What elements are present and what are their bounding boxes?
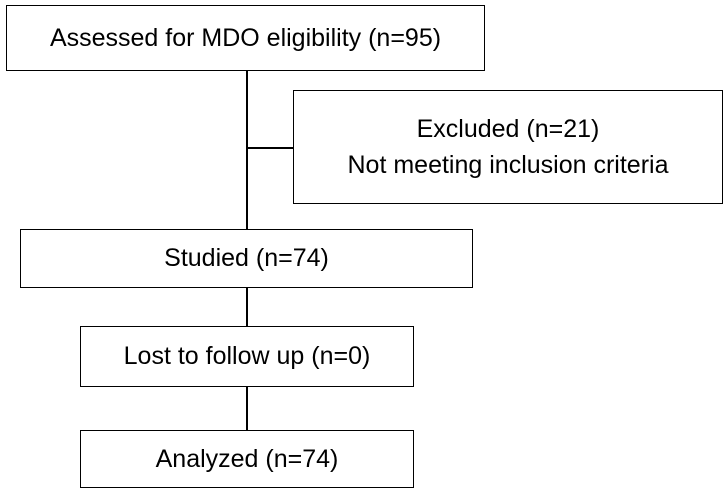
excluded-box: Excluded (n=21) Not meeting inclusion cr… (293, 90, 723, 204)
assessed-label: Assessed for MDO eligibility (n=95) (49, 23, 442, 52)
connector-lost-to-analyzed (246, 386, 248, 431)
lost-to-follow-up-box: Lost to follow up (n=0) (80, 326, 414, 387)
analyzed-label: Analyzed (n=74) (155, 444, 339, 473)
studied-label: Studied (n=74) (164, 244, 329, 273)
connector-to-excluded (246, 147, 294, 149)
studied-box: Studied (n=74) (20, 229, 473, 288)
connector-assessed-to-studied (246, 70, 248, 230)
analyzed-box: Analyzed (n=74) (80, 430, 414, 488)
excluded-reason: Not meeting inclusion criteria (347, 151, 669, 179)
assessed-box: Assessed for MDO eligibility (n=95) (6, 5, 485, 71)
connector-studied-to-lost (246, 287, 248, 327)
excluded-title: Excluded (n=21) (416, 114, 600, 143)
lost-label: Lost to follow up (n=0) (123, 342, 371, 371)
